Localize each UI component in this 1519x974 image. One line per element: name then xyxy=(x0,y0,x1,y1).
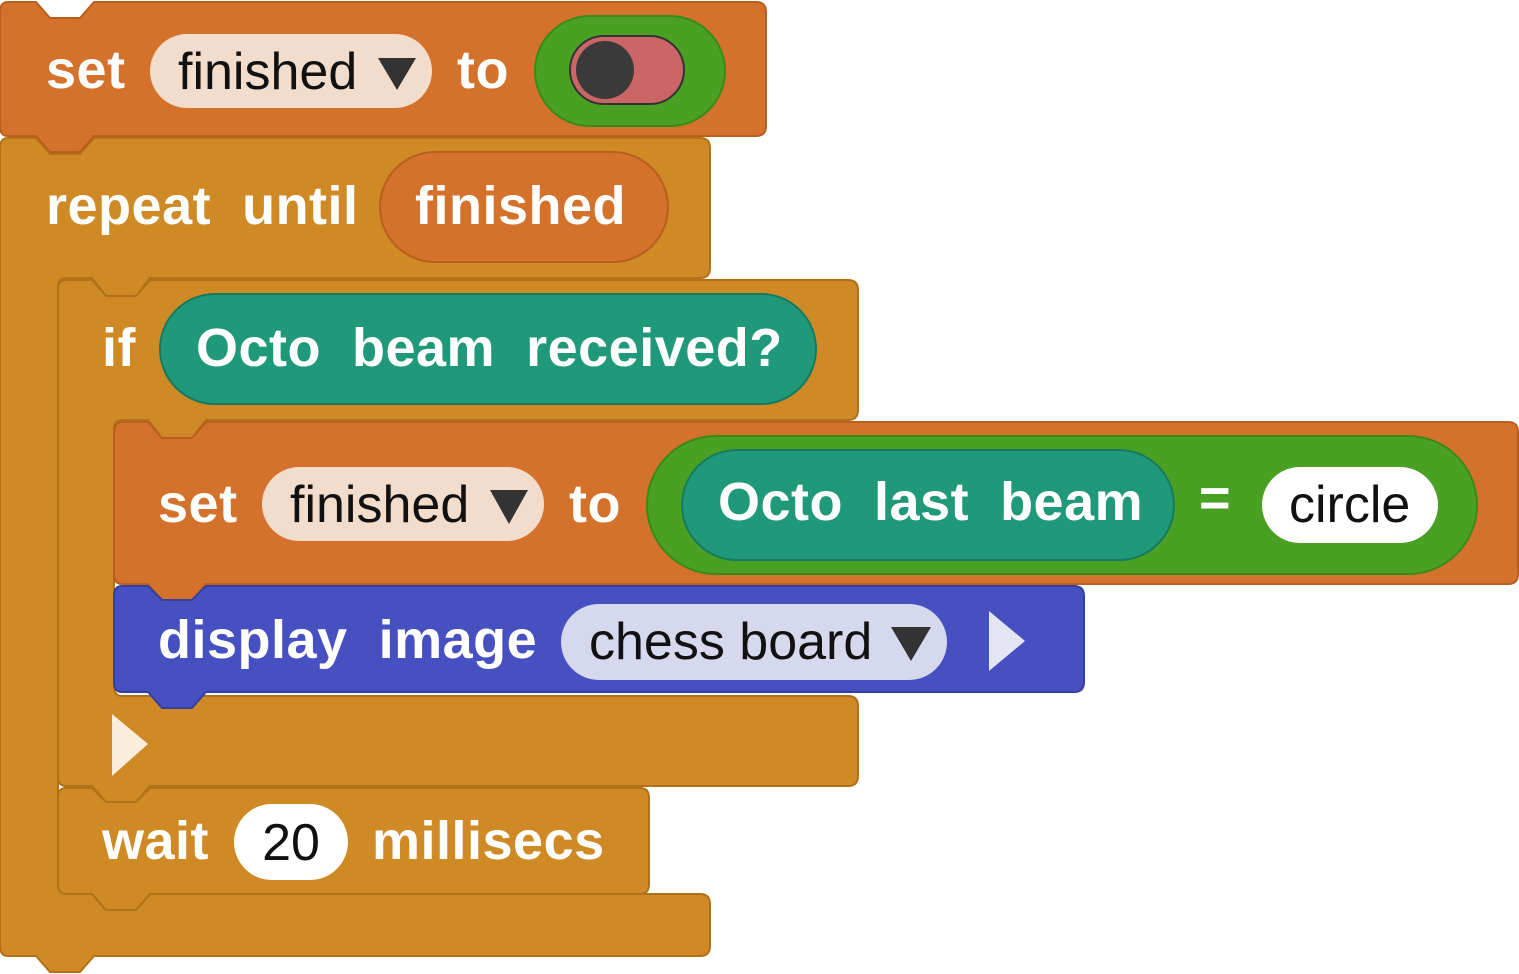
triangle-down-icon xyxy=(891,627,931,661)
boolean-toggle[interactable] xyxy=(534,15,726,127)
circle-text-field-shape xyxy=(1262,467,1438,543)
circle-text-field[interactable]: circle xyxy=(1262,467,1438,543)
wait-amount-shape xyxy=(234,804,348,880)
set-keyword-2: set xyxy=(158,474,238,534)
display-image-block[interactable]: display image chess board xyxy=(113,585,1085,709)
octo-beam-received-shape xyxy=(159,293,817,405)
equals-comparison-reporter[interactable]: Octo last beam = circle xyxy=(646,435,1478,575)
wait-unit-label: millisecs xyxy=(372,811,605,871)
image-dropdown[interactable]: chess board xyxy=(561,604,947,680)
triangle-down-icon xyxy=(378,58,416,90)
variable-dropdown-label-1: finished xyxy=(178,43,357,101)
triangle-right-icon[interactable] xyxy=(112,714,148,776)
if-block-shape xyxy=(57,279,859,803)
toggle-knob xyxy=(576,41,634,99)
equals-operator: = xyxy=(1199,468,1231,528)
wait-amount-value: 20 xyxy=(262,814,320,872)
variable-dropdown-shape-2 xyxy=(262,467,544,541)
image-dropdown-label: chess board xyxy=(589,613,872,671)
if-keyword: if xyxy=(102,318,137,378)
wait-amount-field[interactable]: 20 xyxy=(234,804,348,880)
octo-beam-received-reporter[interactable]: Octo beam received? xyxy=(159,293,817,405)
variable-dropdown-label-2: finished xyxy=(290,476,469,534)
set-keyword-1: set xyxy=(46,40,126,100)
octo-beam-received-label: Octo beam received? xyxy=(196,318,783,378)
repeat-condition-label: finished xyxy=(415,176,626,236)
triangle-right-icon[interactable] xyxy=(989,611,1025,671)
repeat-until-block[interactable]: repeat until finished xyxy=(0,137,711,973)
set-finished-block-1[interactable]: set finished to xyxy=(0,1,767,153)
if-block[interactable]: if Octo beam received? xyxy=(57,279,859,803)
triangle-down-icon xyxy=(490,490,528,524)
octo-last-beam-reporter[interactable]: Octo last beam xyxy=(681,449,1175,561)
repeat-condition-reporter[interactable]: finished xyxy=(379,151,669,263)
circle-text-field-value: circle xyxy=(1289,476,1410,534)
wait-keyword: wait xyxy=(101,811,209,871)
variable-dropdown-2[interactable]: finished xyxy=(262,467,544,541)
variable-dropdown-1[interactable]: finished xyxy=(150,34,432,108)
set-finished-block-2[interactable]: set finished to Octo last beam = circle xyxy=(113,421,1519,601)
variable-dropdown-shape-1 xyxy=(150,34,432,108)
octo-last-beam-label: Octo last beam xyxy=(718,472,1143,532)
wait-block-shape xyxy=(57,787,650,911)
wait-block[interactable]: wait 20 millisecs xyxy=(57,787,650,911)
repeat-until-label: repeat until xyxy=(46,176,359,236)
to-keyword-1: to xyxy=(457,40,509,100)
repeat-condition-shape xyxy=(379,151,669,263)
display-image-label: display image xyxy=(158,610,537,670)
image-dropdown-shape xyxy=(561,604,947,680)
octo-last-beam-shape xyxy=(681,449,1175,561)
to-keyword-2: to xyxy=(569,474,621,534)
